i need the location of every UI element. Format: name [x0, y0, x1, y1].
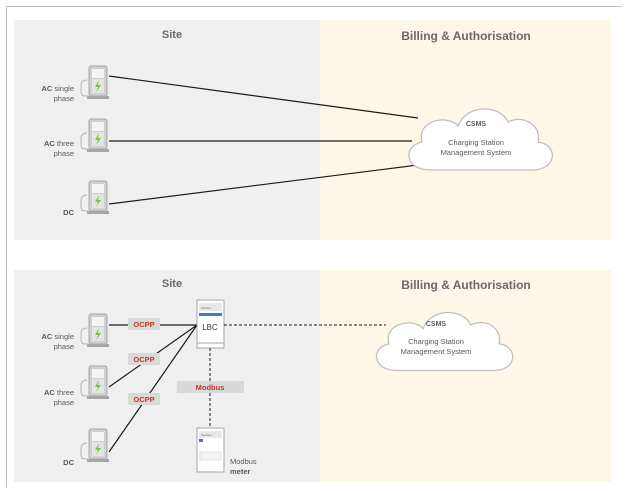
- panel1-line-dc: [108, 164, 419, 205]
- panel2-charger-label-dc: DC: [63, 458, 74, 467]
- frame-border: [6, 6, 622, 487]
- panel1-charger-label-ac-three-line2: phase: [54, 149, 74, 158]
- panel2-line-dc: [108, 324, 198, 453]
- panel2-billing-title: Billing & Authorisation: [401, 278, 531, 292]
- ocpp-tag-bg-3: [128, 393, 160, 405]
- panel2-site-area: [14, 270, 320, 482]
- modbus-tag-bg: [177, 381, 244, 393]
- panel1-csms-line2: Management System: [441, 148, 512, 157]
- panel1-csms-line1: Charging Station: [448, 138, 504, 147]
- panel2-billing-area: [320, 270, 611, 482]
- ocpp-tag-2: OCPP: [133, 355, 154, 364]
- lbc-tab-text: Modbus: [201, 306, 212, 310]
- meter-label-line1: Modbus: [230, 457, 257, 466]
- lbc-label: LBC: [202, 323, 218, 332]
- panel1-site-area: [14, 20, 320, 240]
- ocpp-tag-bg-2: [128, 353, 160, 365]
- panel1-charger-label-ac-single-line2: phase: [54, 94, 74, 103]
- panel1-charger-label-ac-three: AC three: [44, 139, 74, 148]
- panel1-site-title: Site: [162, 29, 182, 41]
- panel1-charger-label-ac-single: AC single: [41, 84, 74, 93]
- panel2-charger-label-ac-single: AC single: [41, 332, 74, 341]
- modbus-meter-device: [196, 427, 225, 473]
- panel2-charger-label-ac-single-line2: phase: [54, 342, 74, 351]
- panel2-charger-label-ac-three-line2: phase: [54, 398, 74, 407]
- panel1-billing-title: Billing & Authorisation: [401, 29, 531, 43]
- meter-label-line2: meter: [230, 467, 251, 476]
- panel1-line-ac-single: [108, 75, 419, 119]
- ocpp-tag-1: OCPP: [133, 320, 154, 329]
- panel2-csms-title: CSMS: [426, 321, 447, 328]
- panel2-charger-label-ac-three: AC three: [44, 388, 74, 397]
- meter-tab-text: Modbus: [201, 433, 212, 437]
- modbus-tag: Modbus: [196, 383, 225, 392]
- panel2-csms-line2: Management System: [401, 347, 472, 356]
- lbc-device: [196, 299, 225, 349]
- panel2-site-title: Site: [162, 278, 182, 290]
- panel2-csms-line1: Charging Station: [408, 337, 464, 346]
- panel1-charger-label-dc: DC: [63, 208, 74, 217]
- panel1-csms-title: CSMS: [466, 121, 487, 128]
- ocpp-tag-3: OCPP: [133, 395, 154, 404]
- ocpp-tag-bg-1: [128, 318, 160, 330]
